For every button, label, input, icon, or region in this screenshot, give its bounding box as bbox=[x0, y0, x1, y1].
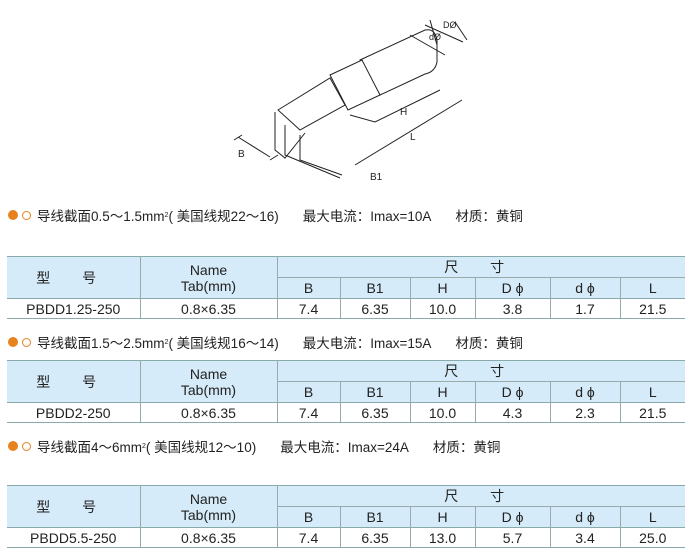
header-l: L bbox=[620, 506, 685, 528]
header-size: 尺 寸 bbox=[277, 256, 685, 278]
max-current: 最大电流：Imax=10A bbox=[302, 209, 432, 224]
dim-label-l: L bbox=[410, 132, 416, 143]
header-d-inner: d ϕ bbox=[550, 277, 621, 299]
header-size: 尺 寸 bbox=[277, 485, 685, 507]
cell-l: 21.5 bbox=[620, 402, 685, 423]
table-row: PBDD5.5-250 0.8×6.35 7.4 6.35 13.0 5.7 3… bbox=[7, 527, 685, 548]
header-size: 尺 寸 bbox=[277, 360, 685, 382]
cell-l: 25.0 bbox=[620, 527, 685, 548]
cell-b1: 6.35 bbox=[340, 527, 411, 548]
cell-model: PBDD5.5-250 bbox=[7, 527, 141, 548]
dim-label-h: H bbox=[400, 107, 407, 118]
header-l: L bbox=[620, 381, 685, 403]
dim-label-b: B bbox=[238, 149, 245, 160]
cell-h: 10.0 bbox=[410, 298, 476, 319]
awg-range: ( 美国线规22～16) bbox=[168, 209, 279, 224]
dim-label-b1: B1 bbox=[370, 172, 383, 183]
dim-label-d-inner: dØ bbox=[429, 32, 441, 42]
header-d-outer: D ϕ bbox=[475, 277, 551, 299]
cell-tab: 0.8×6.35 bbox=[140, 527, 278, 548]
header-l: L bbox=[620, 277, 685, 299]
awg-range: ( 美国线规16～14) bbox=[168, 336, 279, 351]
cell-model: PBDD2-250 bbox=[7, 402, 141, 423]
material: 材质：黄铜 bbox=[455, 209, 523, 224]
dim-label-d-outer: DØ bbox=[443, 20, 457, 30]
cell-d-inner: 2.3 bbox=[550, 402, 621, 423]
superscript: 2 bbox=[164, 338, 169, 346]
header-model: 型 号 bbox=[7, 256, 141, 299]
orange-ring-icon bbox=[22, 210, 31, 220]
header-b1: B1 bbox=[340, 506, 411, 528]
cell-tab: 0.8×6.35 bbox=[140, 402, 278, 423]
orange-dot-icon bbox=[8, 210, 18, 220]
cell-model: PBDD1.25-250 bbox=[7, 298, 141, 319]
awg-range: ( 美国线规12～10) bbox=[145, 440, 257, 455]
cell-d-inner: 3.4 bbox=[550, 527, 621, 548]
cell-b: 7.4 bbox=[277, 298, 341, 319]
orange-ring-icon bbox=[22, 337, 31, 347]
header-h: H bbox=[410, 277, 476, 299]
cell-b: 7.4 bbox=[277, 527, 341, 548]
header-d-outer: D ϕ bbox=[475, 381, 551, 403]
max-current: 最大电流：Imax=24A bbox=[280, 440, 409, 455]
cell-d-outer: 4.3 bbox=[475, 402, 551, 423]
material: 材质：黄铜 bbox=[455, 336, 523, 351]
orange-dot-icon bbox=[8, 337, 18, 347]
cell-h: 13.0 bbox=[410, 527, 476, 548]
cell-d-inner: 1.7 bbox=[550, 298, 621, 319]
cell-h: 10.0 bbox=[410, 402, 476, 423]
header-model: 型 号 bbox=[7, 485, 141, 528]
header-b: B bbox=[277, 277, 341, 299]
wire-section: 导线截面1.5～2.5mm bbox=[37, 336, 165, 351]
header-b1: B1 bbox=[340, 277, 411, 299]
cell-d-outer: 3.8 bbox=[475, 298, 551, 319]
superscript: 2 bbox=[142, 442, 146, 450]
cell-b1: 6.35 bbox=[340, 402, 411, 423]
cell-b: 7.4 bbox=[277, 402, 341, 423]
cell-tab: 0.8×6.35 bbox=[140, 298, 278, 319]
header-d-inner: d ϕ bbox=[550, 381, 621, 403]
orange-dot-icon bbox=[8, 441, 18, 451]
header-b: B bbox=[277, 381, 341, 403]
cell-d-outer: 5.7 bbox=[475, 527, 551, 548]
wire-section: 导线截面4～6mm bbox=[37, 440, 143, 455]
table-row: PBDD2-250 0.8×6.35 7.4 6.35 10.0 4.3 2.3… bbox=[7, 402, 685, 423]
cell-l: 21.5 bbox=[620, 298, 685, 319]
header-h: H bbox=[410, 506, 476, 528]
header-d-outer: D ϕ bbox=[475, 506, 551, 528]
header-d-inner: d ϕ bbox=[550, 506, 621, 528]
cell-b1: 6.35 bbox=[340, 298, 411, 319]
header-model: 型 号 bbox=[7, 360, 141, 403]
header-h: H bbox=[410, 381, 476, 403]
orange-ring-icon bbox=[22, 441, 31, 451]
material: 材质：黄铜 bbox=[432, 440, 501, 455]
terminal-drawing: B B1 H L DØ dØ bbox=[233, 19, 468, 183]
superscript: 2 bbox=[164, 211, 169, 219]
max-current: 最大电流：Imax=15A bbox=[302, 336, 432, 351]
wire-section: 导线截面0.5～1.5mm bbox=[37, 209, 165, 224]
header-b: B bbox=[277, 506, 341, 528]
table-row: PBDD1.25-250 0.8×6.35 7.4 6.35 10.0 3.8 … bbox=[7, 298, 685, 319]
header-b1: B1 bbox=[340, 381, 411, 403]
